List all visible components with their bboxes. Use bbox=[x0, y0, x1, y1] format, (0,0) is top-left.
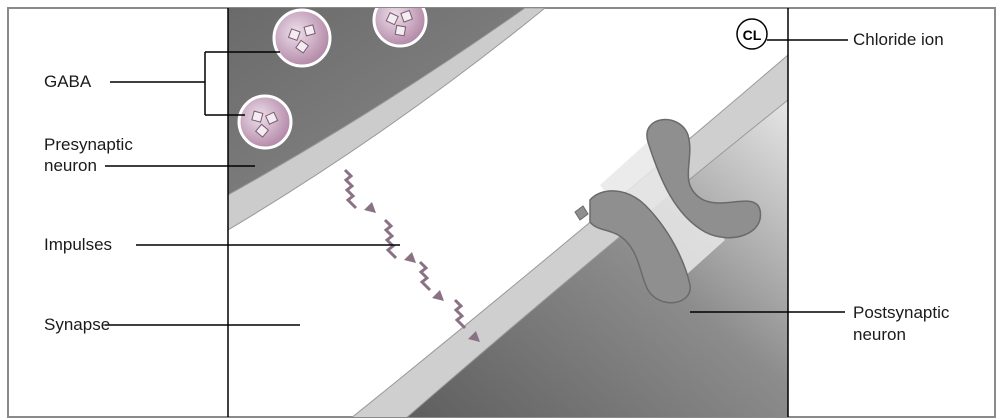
label-gaba: GABA bbox=[44, 71, 91, 92]
label-synapse: Synapse bbox=[44, 314, 110, 335]
label-presynaptic-line1: Presynaptic bbox=[44, 134, 133, 155]
vesicle-2 bbox=[374, 0, 426, 46]
label-postsynaptic-line1: Postsynaptic bbox=[853, 302, 949, 323]
vesicle-3 bbox=[239, 96, 291, 148]
chloride-ion-symbol: CL bbox=[743, 27, 762, 43]
label-impulses: Impulses bbox=[44, 234, 112, 255]
vesicle-1 bbox=[274, 10, 330, 66]
label-presynaptic-line2: neuron bbox=[44, 155, 97, 176]
label-chloride-ion: Chloride ion bbox=[853, 29, 944, 50]
label-postsynaptic-line2: neuron bbox=[853, 324, 906, 345]
